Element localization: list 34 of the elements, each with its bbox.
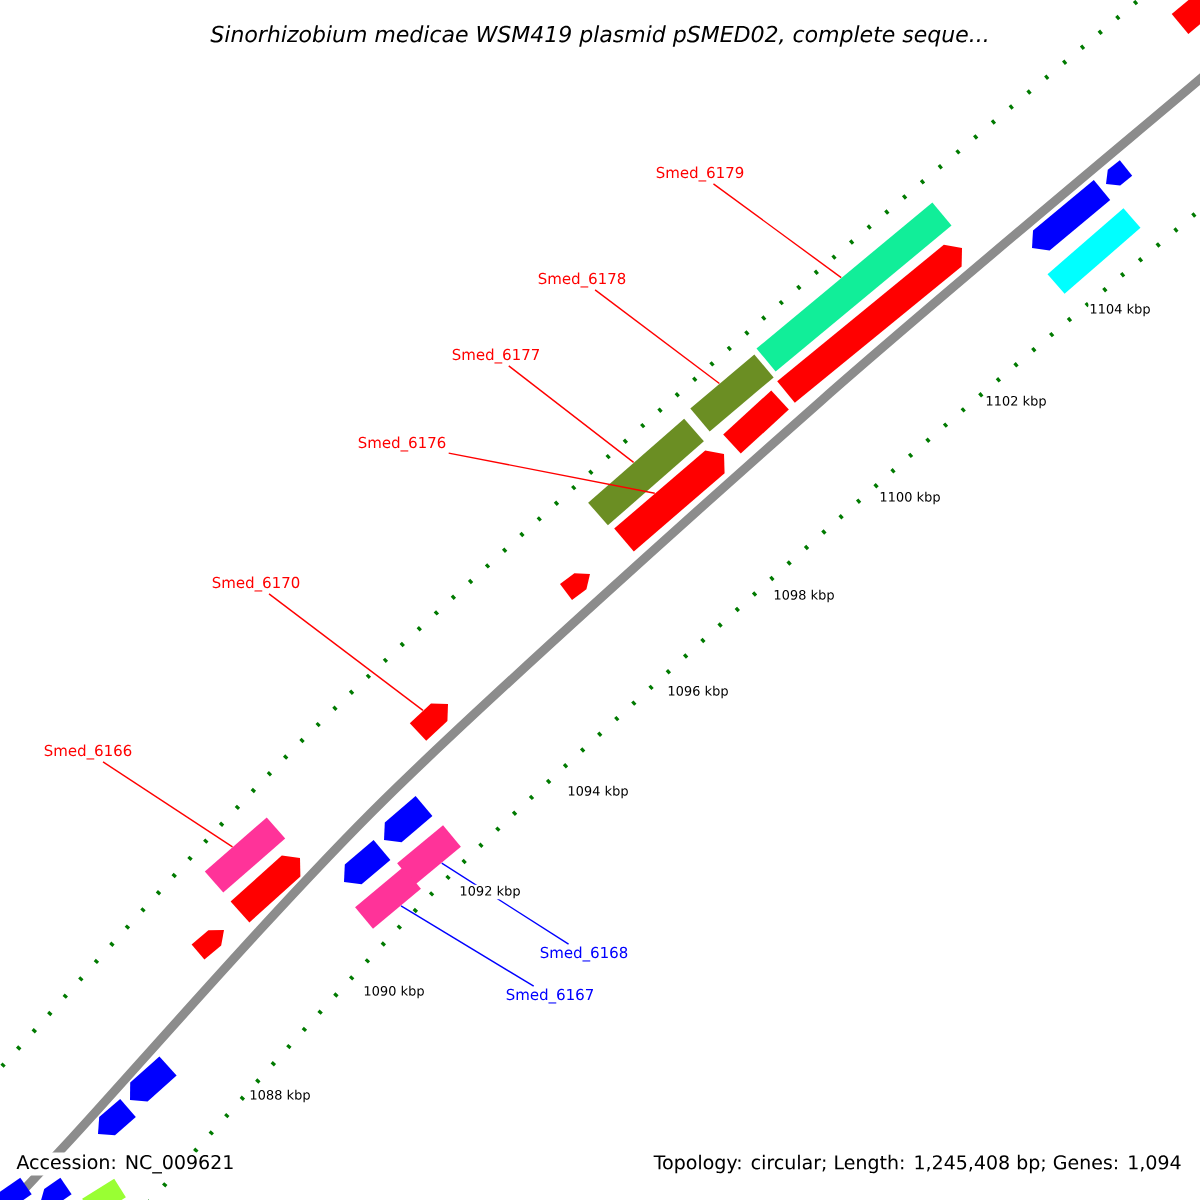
gene-bar	[204, 817, 286, 893]
gene-block	[40, 1177, 72, 1200]
gene-bar	[723, 390, 789, 454]
gene-block	[98, 1099, 136, 1136]
accession-text: Accession: NC_009621	[14, 1152, 237, 1176]
gene-block	[560, 573, 590, 600]
gene-bar	[397, 825, 461, 885]
gene-bar	[1171, 0, 1200, 34]
gene-block	[1106, 160, 1133, 186]
gene-bar	[690, 354, 774, 432]
gene-bar	[82, 1178, 126, 1200]
gene-block	[344, 840, 391, 885]
gene-bar	[588, 418, 704, 526]
gene-bar	[355, 867, 421, 929]
gene-bar	[1047, 208, 1141, 294]
leader-line	[712, 183, 842, 279]
gene-block	[191, 930, 224, 960]
gene-block	[409, 703, 448, 741]
gene-block	[230, 855, 301, 923]
leader-line	[594, 289, 721, 385]
leader-line	[268, 593, 424, 712]
gene-block	[777, 244, 962, 403]
gene-bar	[756, 202, 952, 372]
gene-block	[130, 1056, 177, 1102]
gene-bar	[0, 1177, 32, 1200]
leader-line	[400, 905, 535, 987]
gene-block	[614, 450, 725, 552]
title: Sinorhizobium medicae WSM419 plasmid pSMED02, complete seque...	[210, 25, 987, 47]
leader-line	[448, 452, 656, 494]
leader-line	[508, 365, 635, 464]
gene-block	[384, 796, 433, 843]
gene-block	[1032, 180, 1111, 251]
summary-text: Topology: circular; Length: 1,245,408 bp; Genes: 1,094	[653, 1154, 1181, 1174]
leader-line	[102, 761, 234, 848]
